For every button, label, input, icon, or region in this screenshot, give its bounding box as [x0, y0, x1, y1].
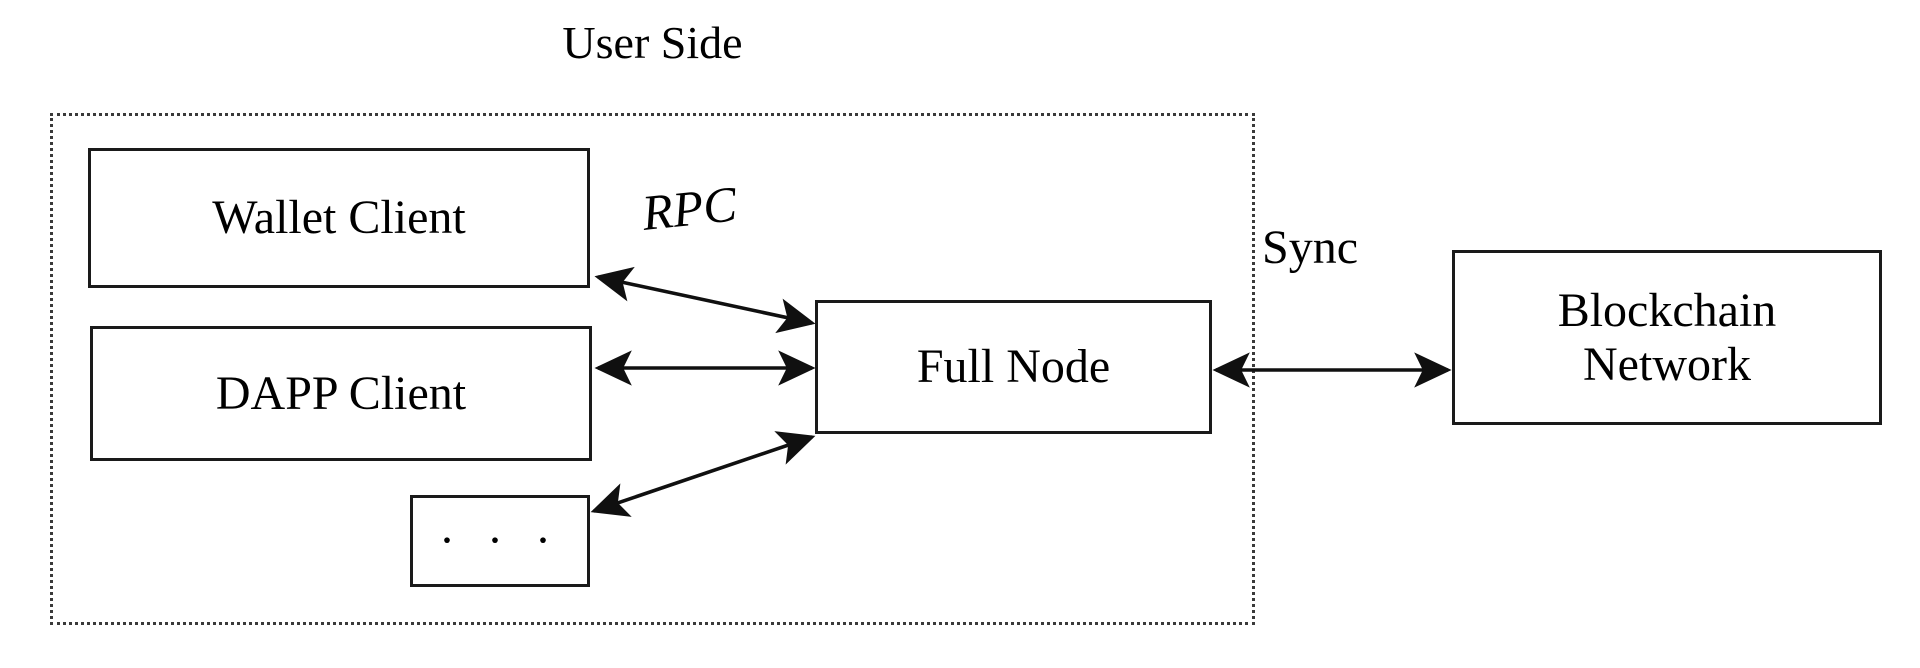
- node-ellipsis-client[interactable]: · · ·: [410, 495, 590, 587]
- node-wallet-client-label: Wallet Client: [212, 191, 466, 245]
- edge-label-rpc: RPC: [639, 175, 740, 241]
- node-dapp-client[interactable]: DAPP Client: [90, 326, 592, 461]
- node-blockchain-network-label: Blockchain Network: [1557, 283, 1777, 391]
- node-full-node-label: Full Node: [916, 340, 1111, 394]
- region-caption-user-side: User Side: [562, 17, 743, 68]
- node-full-node[interactable]: Full Node: [815, 300, 1212, 434]
- node-blockchain-network[interactable]: Blockchain Network: [1452, 250, 1882, 425]
- node-dapp-client-label: DAPP Client: [215, 366, 467, 420]
- node-ellipsis-client-label: · · ·: [439, 514, 561, 568]
- edge-label-sync: Sync: [1262, 221, 1358, 274]
- node-wallet-client[interactable]: Wallet Client: [88, 148, 590, 288]
